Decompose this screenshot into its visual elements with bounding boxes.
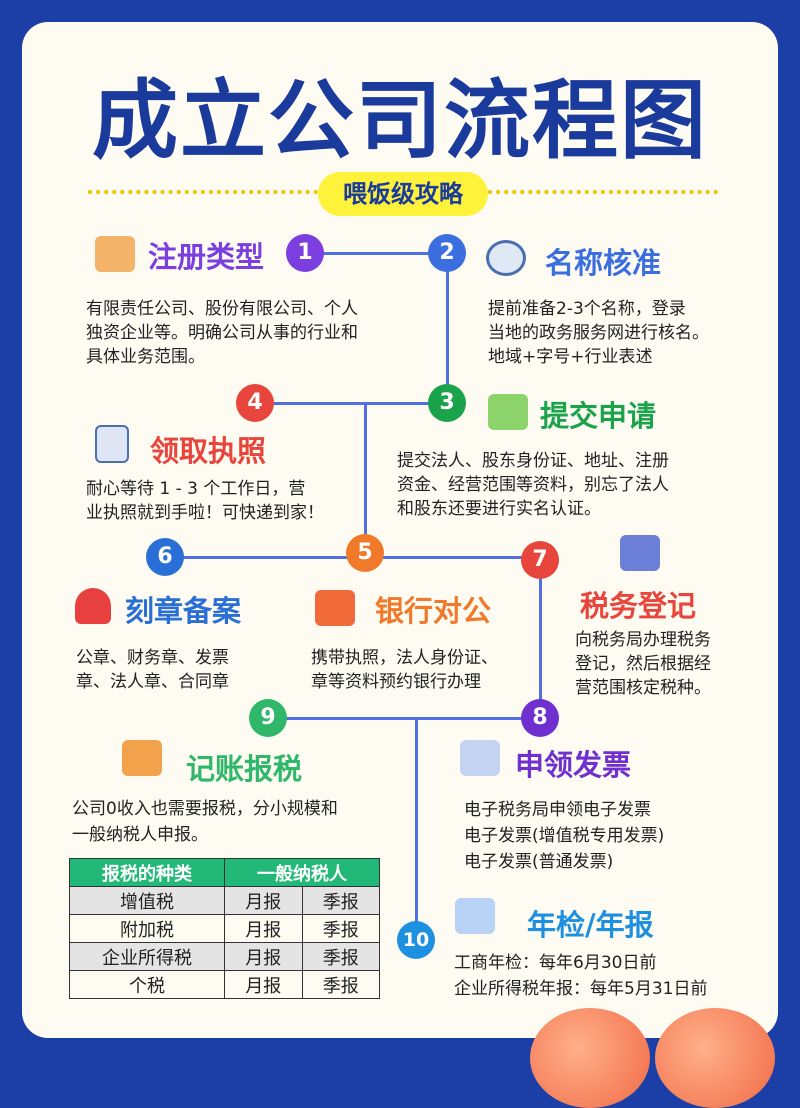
table-cell: 月报 bbox=[224, 970, 303, 999]
step-title-8: 申领发票 bbox=[515, 748, 632, 782]
desc-line: 营范围核定税种。 bbox=[575, 678, 711, 698]
step-number-10: 10 bbox=[397, 921, 435, 959]
table-header: 报税的种类 bbox=[69, 858, 225, 887]
step-desc-7: 向税务局办理税务登记，然后根据经营范围核定税种。 bbox=[575, 628, 711, 700]
table-cell: 个税 bbox=[69, 970, 225, 999]
step-title-2: 名称核准 bbox=[545, 246, 662, 280]
connector-line bbox=[415, 718, 418, 940]
desc-line: 提交法人、股东身份证、地址、注册 bbox=[397, 451, 669, 471]
shop-icon bbox=[95, 236, 135, 272]
desc-line: 业执照就到手啦！可快递到家！ bbox=[86, 503, 324, 523]
table-cell: 附加税 bbox=[69, 914, 225, 943]
dotted-divider-left bbox=[88, 190, 318, 194]
certificate-icon bbox=[95, 425, 129, 463]
step-number-8: 8 bbox=[521, 699, 559, 737]
table-cell: 季报 bbox=[301, 914, 380, 943]
step-desc-3: 提交法人、股东身份证、地址、注册资金、经营范围等资料，别忘了法人和股东还要进行实… bbox=[397, 449, 669, 521]
table-cell: 月报 bbox=[224, 886, 303, 915]
step-desc-1: 有限责任公司、股份有限公司、个人独资企业等。明确公司从事的行业和具体业务范围。 bbox=[86, 297, 358, 369]
subtitle-badge: 喂饭级攻略 bbox=[318, 172, 488, 216]
tax-table: 报税的种类一般纳税人 增值税月报季报 附加税月报季报 企业所得税月报季报 个税月… bbox=[69, 858, 380, 999]
desc-line: 工商年检：每年6月30日前 bbox=[454, 953, 657, 973]
step-desc-2: 提前准备2-3个名称，登录当地的政务服务网进行核名。地域+字号+行业表述 bbox=[488, 297, 709, 369]
step-desc-10: 工商年检：每年6月30日前企业所得税年报：每年5月31日前 bbox=[454, 950, 707, 1002]
table-cell: 季报 bbox=[301, 942, 380, 971]
step-title-5: 银行对公 bbox=[375, 594, 492, 628]
dragon-mascot-illustration bbox=[530, 1008, 650, 1108]
table-header-row: 报税的种类一般纳税人 bbox=[69, 858, 380, 887]
step-desc-6: 公章、财务章、发票章、法人章、合同章 bbox=[76, 646, 229, 694]
magnifier-document-icon bbox=[455, 898, 495, 934]
table-row: 附加税月报季报 bbox=[69, 914, 380, 943]
connector-line bbox=[255, 402, 447, 405]
step-number-6: 6 bbox=[146, 538, 184, 576]
table-row: 个税月报季报 bbox=[69, 970, 380, 999]
step-number-7: 7 bbox=[521, 541, 559, 579]
desc-line: 地域+字号+行业表述 bbox=[488, 347, 653, 367]
verified-card-icon bbox=[620, 535, 660, 571]
table-cell: 月报 bbox=[224, 942, 303, 971]
desc-line: 当地的政务服务网进行核名。 bbox=[488, 323, 709, 343]
desc-line: 电子发票(增值税专用发票) bbox=[464, 826, 665, 846]
table-cell: 月报 bbox=[224, 914, 303, 943]
desc-line: 一般纳税人申报。 bbox=[72, 825, 208, 845]
desc-line: 具体业务范围。 bbox=[86, 347, 205, 367]
step-desc-9: 公司0收入也需要报税，分小规模和一般纳税人申报。 bbox=[72, 796, 338, 848]
desc-line: 资金、经营范围等资料，别忘了法人 bbox=[397, 475, 669, 495]
step-title-6: 刻章备案 bbox=[125, 594, 242, 628]
dotted-divider-right bbox=[488, 190, 718, 194]
dragon-mascot-illustration bbox=[655, 1008, 775, 1108]
step-desc-4: 耐心等待 1 - 3 个工作日，营业执照就到手啦！可快递到家！ bbox=[86, 477, 324, 525]
step-number-5: 5 bbox=[346, 534, 384, 572]
connector-line bbox=[539, 558, 542, 718]
desc-line: 电子税务局申领电子发票 bbox=[464, 800, 651, 820]
step-number-3: 3 bbox=[428, 384, 466, 422]
folder-icon bbox=[488, 394, 528, 430]
desc-line: 独资企业等。明确公司从事的行业和 bbox=[86, 323, 358, 343]
desc-line: 耐心等待 1 - 3 个工作日，营 bbox=[86, 479, 306, 499]
desc-line: 向税务局办理税务 bbox=[575, 630, 711, 650]
step-title-3: 提交申请 bbox=[540, 399, 657, 433]
desc-line: 携带执照，法人身份证、 bbox=[311, 648, 498, 668]
bank-card-icon bbox=[315, 590, 355, 626]
connector-line bbox=[305, 252, 447, 255]
table-cell: 季报 bbox=[301, 970, 380, 999]
step-number-9: 9 bbox=[249, 699, 287, 737]
table-row: 增值税月报季报 bbox=[69, 886, 380, 915]
table-header: 一般纳税人 bbox=[224, 858, 380, 887]
step-number-2: 2 bbox=[428, 234, 466, 272]
desc-line: 有限责任公司、股份有限公司、个人 bbox=[86, 299, 358, 319]
step-title-1: 注册类型 bbox=[148, 240, 265, 274]
step-title-7: 税务登记 bbox=[580, 589, 697, 623]
desc-line: 和股东还要进行实名认证。 bbox=[397, 499, 601, 519]
desc-line: 登记，然后根据经 bbox=[575, 654, 711, 674]
step-title-10: 年检/年报 bbox=[527, 908, 654, 942]
step-title-9: 记账报税 bbox=[186, 752, 303, 786]
step-title-4: 领取执照 bbox=[150, 434, 267, 468]
connector-line bbox=[268, 717, 540, 720]
table-row: 企业所得税月报季报 bbox=[69, 942, 380, 971]
desc-line: 章、法人章、合同章 bbox=[76, 672, 229, 692]
stamp-icon bbox=[75, 588, 111, 624]
page-title: 成立公司流程图 bbox=[92, 71, 708, 171]
desc-line: 企业所得税年报：每年5月31日前 bbox=[454, 979, 708, 999]
connector-line bbox=[446, 253, 449, 403]
table-cell: 企业所得税 bbox=[69, 942, 225, 971]
step-number-1: 1 bbox=[286, 234, 324, 272]
step-desc-5: 携带执照，法人身份证、章等资料预约银行办理 bbox=[311, 646, 498, 694]
desc-line: 公司0收入也需要报税，分小规模和 bbox=[72, 799, 338, 819]
step-desc-8: 电子税务局申领电子发票电子发票(增值税专用发票) 电子发票(普通发票) bbox=[464, 797, 664, 875]
invoice-icon bbox=[460, 740, 500, 776]
desc-line: 章等资料预约银行办理 bbox=[311, 672, 481, 692]
table-cell: 增值税 bbox=[69, 886, 225, 915]
checklist-icon bbox=[122, 740, 162, 776]
table-cell: 季报 bbox=[301, 886, 380, 915]
desc-line: 电子发票(普通发票) bbox=[464, 852, 614, 872]
step-number-4: 4 bbox=[236, 384, 274, 422]
desc-line: 提前准备2-3个名称，登录 bbox=[488, 299, 686, 319]
globe-www-icon bbox=[486, 240, 526, 276]
connector-line bbox=[364, 403, 367, 553]
desc-line: 公章、财务章、发票 bbox=[76, 648, 229, 668]
